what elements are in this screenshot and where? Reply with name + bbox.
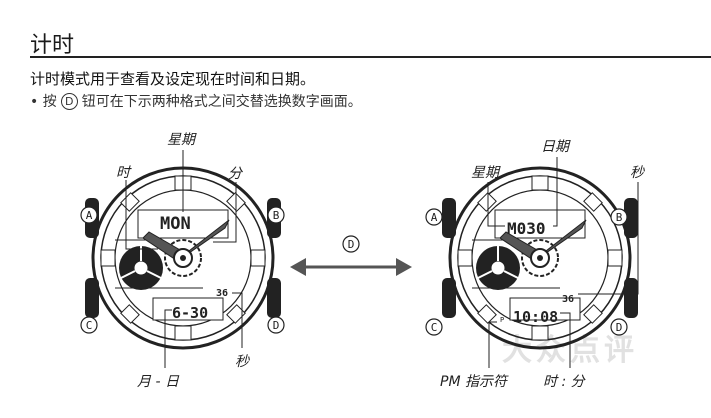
right-label-date: 日期	[541, 139, 569, 155]
svg-text:D: D	[616, 321, 623, 334]
left-button-d: D	[267, 316, 285, 334]
svg-text:C: C	[431, 321, 438, 334]
left-button-b: B	[267, 206, 285, 224]
svg-text:B: B	[616, 211, 623, 224]
right-pm-display: P	[500, 316, 504, 324]
svg-text:D: D	[273, 319, 280, 332]
left-label-hour: 时	[116, 165, 130, 181]
left-label-month-day: 月 - 日	[137, 374, 179, 390]
d-button-icon: D	[60, 93, 78, 110]
right-seconds-display: 36	[562, 294, 574, 305]
right-label-seconds: 秒	[630, 165, 644, 181]
svg-text:A: A	[86, 209, 93, 222]
left-seconds-display: 36	[216, 288, 228, 299]
left-label-day: 星期	[167, 132, 195, 148]
intro-text: 计时模式用于查看及设定现在时间和日期。	[30, 70, 316, 88]
left-button-a: A	[80, 206, 98, 224]
page-title: 计时	[30, 33, 75, 58]
switch-d-button-icon: D	[342, 235, 360, 253]
left-label-seconds: 秒	[235, 354, 249, 370]
right-button-a: A	[425, 208, 443, 226]
bullet-suffix: 钮可在下示两种格式之间交替选换数字画面。	[81, 94, 362, 110]
svg-text:C: C	[86, 319, 93, 332]
left-watch: MON 6-30 36 A B C D	[80, 150, 285, 368]
title-divider	[30, 56, 711, 58]
switch-arrow-icon	[290, 258, 412, 276]
right-watch: M030 36 10:08 P A B C D	[425, 157, 640, 368]
right-daydate-display: M030	[507, 219, 546, 238]
svg-text:D: D	[348, 238, 355, 251]
right-button-c: C	[425, 318, 443, 336]
left-date-display: 6-30	[172, 304, 208, 322]
svg-text:A: A	[431, 211, 438, 224]
right-time-display: 10:08	[513, 308, 558, 326]
right-label-pm: PM 指示符	[440, 374, 507, 390]
left-day-display: MON	[160, 214, 191, 234]
svg-text:B: B	[273, 209, 280, 222]
bullet-prefix: • 按	[30, 94, 57, 110]
right-label-hour-minute: 时 : 分	[543, 374, 585, 390]
right-button-b: B	[610, 208, 628, 226]
left-button-c: C	[80, 316, 98, 334]
right-button-d: D	[610, 318, 628, 336]
right-label-day: 星期	[471, 165, 499, 181]
left-label-minute: 分	[228, 166, 242, 182]
